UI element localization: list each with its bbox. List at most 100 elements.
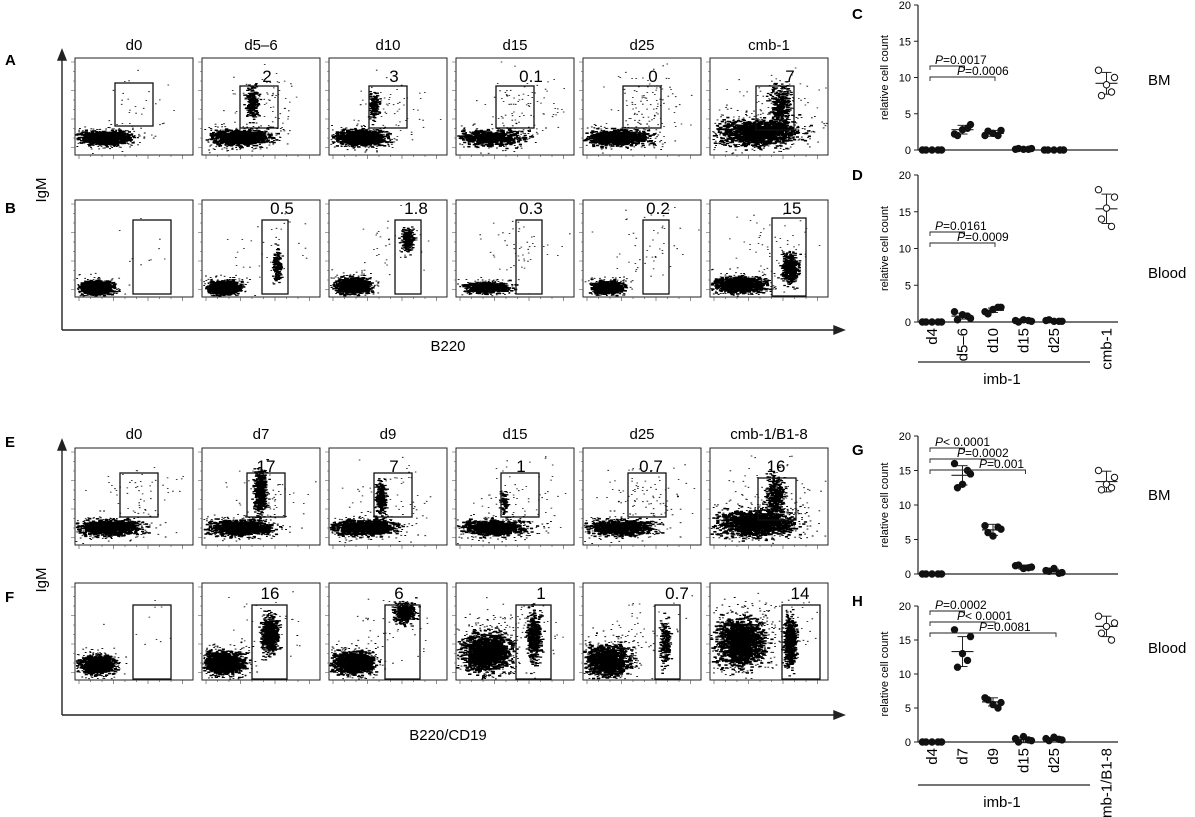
row-F-plot-1: [198, 582, 321, 684]
data-point: [1024, 564, 1033, 572]
flow-events: [728, 455, 827, 536]
x-tick-label: d25: [1046, 748, 1063, 773]
y-tick-label: 0: [905, 145, 911, 157]
flow-events: [202, 638, 265, 680]
y-tick-label: 5: [905, 280, 911, 292]
data-point: [1014, 318, 1023, 326]
row-F-plot-3: [452, 582, 575, 684]
x-tick-label: cmb-1/B1-8: [1099, 748, 1116, 817]
data-point: [922, 146, 930, 154]
row-B-plot-2: [325, 199, 448, 301]
data-point: [981, 522, 989, 530]
group-4: [1042, 564, 1066, 578]
gate-rectangle: [771, 217, 807, 297]
timepoint-label: d25: [629, 426, 654, 443]
data-point: [958, 649, 967, 658]
gate-rectangle: [246, 472, 286, 518]
pvalue-bracket: [929, 621, 996, 626]
data-point: [1102, 480, 1111, 488]
panel-letter-H: H: [852, 593, 863, 610]
timepoint-label: d7: [253, 426, 270, 443]
data-point: [922, 738, 930, 746]
data-point: [1097, 629, 1106, 637]
gate-percent-F: 6: [394, 584, 403, 603]
axis-ticks: [71, 451, 183, 549]
y-tick-label: 5: [905, 535, 911, 547]
y-tick-label: 15: [899, 466, 911, 478]
axis-ticks: [71, 586, 183, 684]
gate-percent-F: 1: [536, 584, 545, 603]
row-B-plot-0: [71, 199, 194, 301]
axis-ticks: [198, 61, 310, 159]
gate-rectangle: [251, 604, 288, 680]
y-tick-label: 10: [899, 500, 911, 512]
gate-rectangle: [781, 604, 821, 680]
data-point: [1102, 204, 1111, 212]
axis-ticks: [325, 61, 437, 159]
flow-events: [710, 596, 795, 679]
panel-letter-A: A: [5, 52, 16, 69]
flow-events: [374, 478, 389, 519]
y-tick-label: 10: [899, 669, 911, 681]
data-point: [953, 316, 962, 324]
data-point: [1044, 146, 1052, 154]
timepoint-label: d0: [126, 37, 143, 54]
row-F-plot-0: [71, 582, 194, 684]
pvalue-bracket: [929, 610, 965, 615]
gate-percent-A: 7: [785, 67, 794, 86]
gate-rectangle: [495, 85, 535, 129]
data-point: [1107, 636, 1116, 644]
panel-letter-F: F: [5, 589, 14, 606]
row-F-plot-4: [579, 582, 702, 684]
pvalue-bracket: [929, 231, 965, 236]
row-A-plot-0: [71, 57, 194, 159]
data-point: [1097, 486, 1106, 494]
gate-rectangle: [394, 219, 422, 295]
flow-events: [329, 510, 427, 544]
data-point: [1056, 146, 1064, 154]
flow-top-axes: [56, 48, 846, 336]
gate-rectangle: [132, 219, 172, 295]
gate-rectangle: [261, 219, 289, 295]
data-point: [1110, 473, 1119, 482]
flow-events: [258, 610, 283, 661]
data-point: [934, 738, 942, 746]
flow-bottom-axes: [56, 438, 846, 721]
data-point: [1110, 73, 1119, 82]
x-tick-label: d4: [924, 328, 941, 345]
x-tick-label: d15: [1016, 328, 1033, 353]
gate-percent-B: 0.2: [646, 199, 670, 218]
data-point: [934, 146, 942, 154]
pvalue-bracket: [929, 447, 965, 452]
data-point: [1024, 316, 1033, 325]
x-tick-label: d15: [1016, 748, 1033, 773]
y-tick-label: 20: [899, 170, 911, 182]
flow-events: [271, 243, 285, 285]
y-tick-label: 10: [899, 73, 911, 85]
flow-bottom-xlabel: B220/CD19: [409, 727, 487, 744]
gate-percent-A: 3: [389, 67, 398, 86]
x-tick-label: d9: [985, 748, 1002, 765]
y-axis-label: relative cell count: [879, 463, 891, 548]
y-axis-label: relative cell count: [879, 206, 891, 291]
flow-events: [712, 102, 828, 155]
group-5: [1094, 186, 1119, 231]
axis-ticks: [325, 586, 437, 684]
pvalue-bracket: [929, 632, 1057, 637]
axis-ticks: [452, 61, 564, 159]
data-point: [953, 484, 962, 492]
data-point: [994, 303, 1002, 311]
group-0: [918, 570, 946, 578]
y-tick-label: 0: [905, 317, 911, 329]
data-point: [928, 738, 936, 746]
data-point: [922, 318, 930, 326]
gate-percent-E: 17: [257, 457, 276, 476]
row-A-plot-1: [198, 57, 321, 159]
y-tick-label: 5: [905, 703, 911, 715]
data-point: [1024, 145, 1033, 153]
data-point: [922, 570, 930, 578]
pvalue-label: P< 0.0001: [957, 609, 1012, 623]
axis-ticks: [579, 203, 691, 301]
gate-percent-E: 7: [389, 457, 398, 476]
